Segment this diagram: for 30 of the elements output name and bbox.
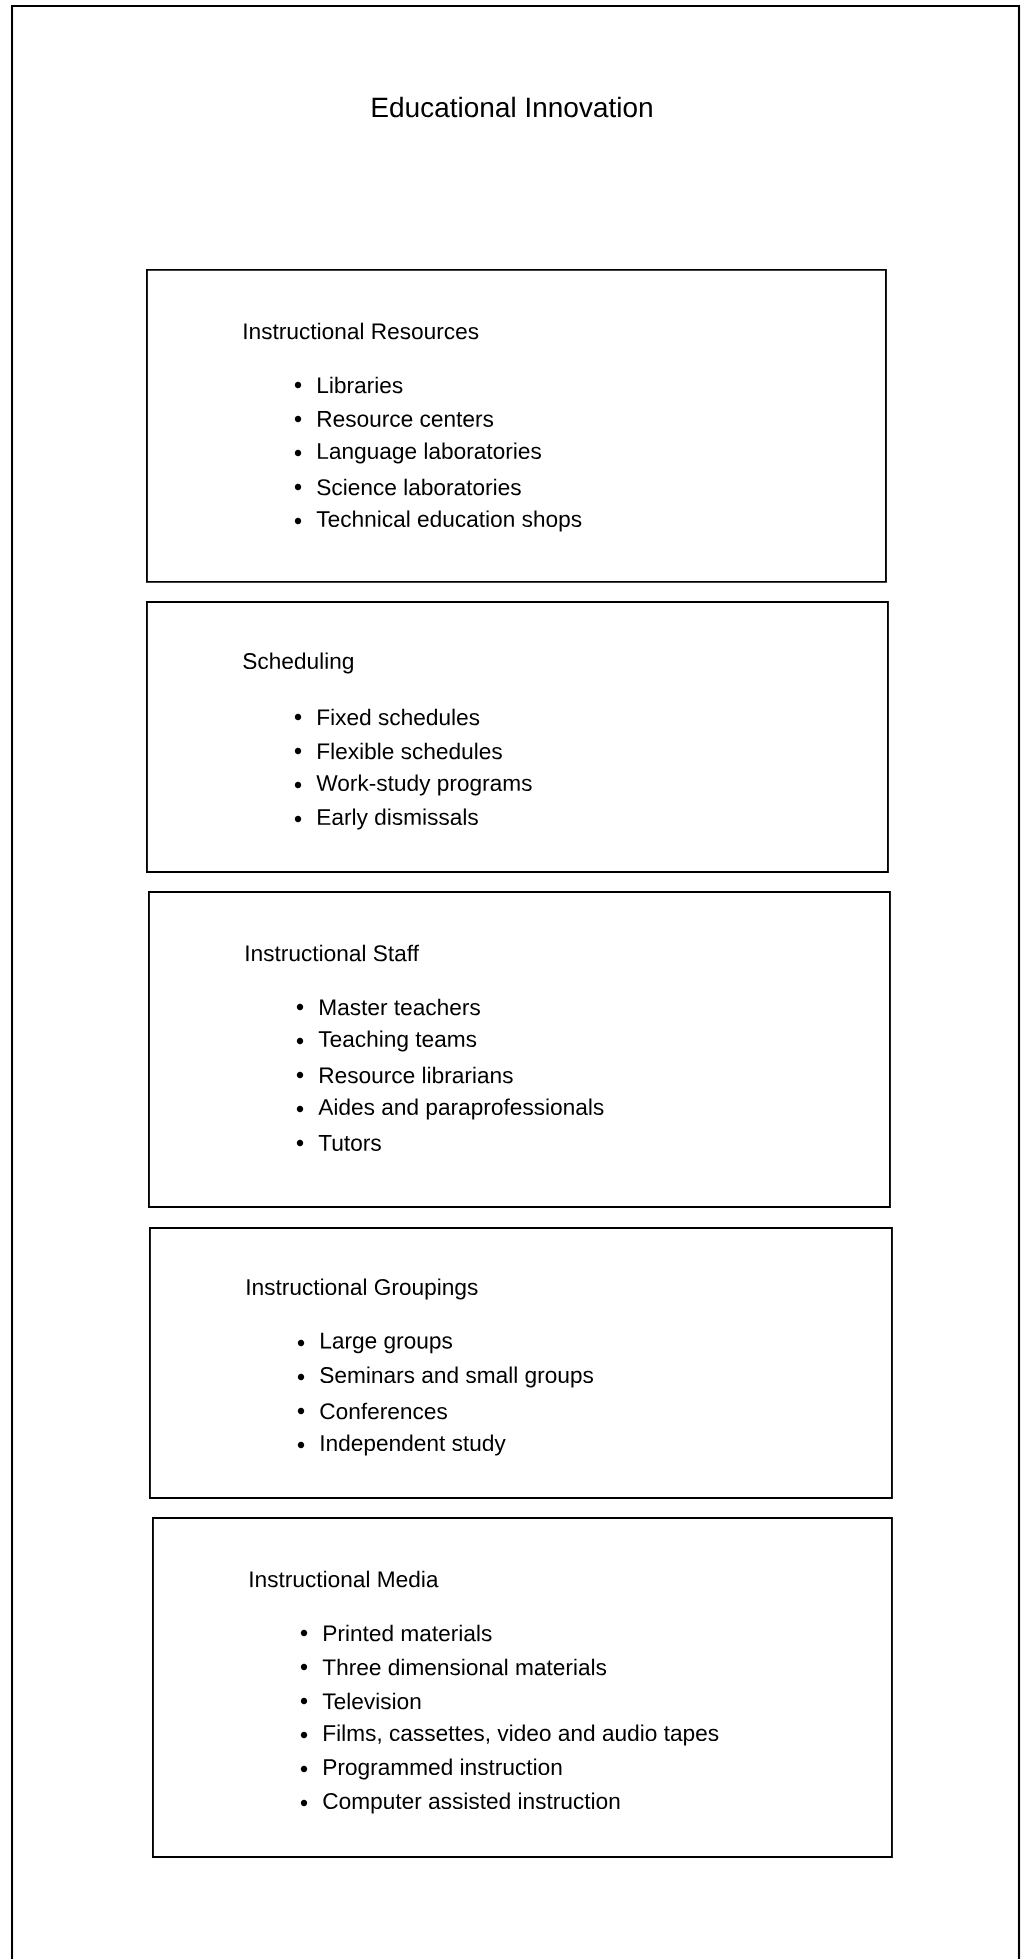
list-item: Teaching teams xyxy=(318,1030,477,1052)
list-item: Computer assisted instruction xyxy=(323,1792,620,1814)
list-item: Three dimensional materials xyxy=(322,1658,607,1676)
title: Educational Innovation xyxy=(372,96,652,118)
box-heading: Instructional Resources xyxy=(244,322,479,340)
list-item: Resource centers xyxy=(318,411,494,427)
list-item: Early dismissals xyxy=(318,808,478,830)
list-item: Conferences xyxy=(320,1402,447,1420)
list-item: Science laboratories xyxy=(317,478,521,496)
list-item: Tutors xyxy=(318,1135,381,1151)
box-heading: Instructional Groupings xyxy=(247,1278,478,1300)
list-item: Aides and paraprofessionals xyxy=(318,1098,604,1120)
box-heading: Instructional Media xyxy=(250,1570,439,1588)
list-item: Printed materials xyxy=(324,1624,492,1642)
box-heading: Instructional Staff xyxy=(246,944,419,962)
list-item: Libraries xyxy=(318,376,403,394)
list-item: Television xyxy=(322,1692,421,1710)
list-item: Language laboratories xyxy=(318,442,541,464)
list-item: Programmed instruction xyxy=(324,1758,562,1780)
list-item: Resource librarians xyxy=(320,1066,513,1084)
list-item: Work-study programs xyxy=(316,774,532,796)
box-heading: Scheduling xyxy=(243,652,353,674)
list-item: Flexible schedules xyxy=(318,742,502,760)
list-item: Films, cassettes, video and audio tapes xyxy=(324,1724,719,1746)
list-item: Independent study xyxy=(321,1434,506,1456)
list-item: Technical education shops xyxy=(316,510,582,532)
list-item: Master teachers xyxy=(320,998,480,1016)
list-item: Seminars and small groups xyxy=(320,1366,594,1388)
list-item: Large groups xyxy=(321,1332,452,1354)
list-item: Fixed schedules xyxy=(318,708,480,726)
